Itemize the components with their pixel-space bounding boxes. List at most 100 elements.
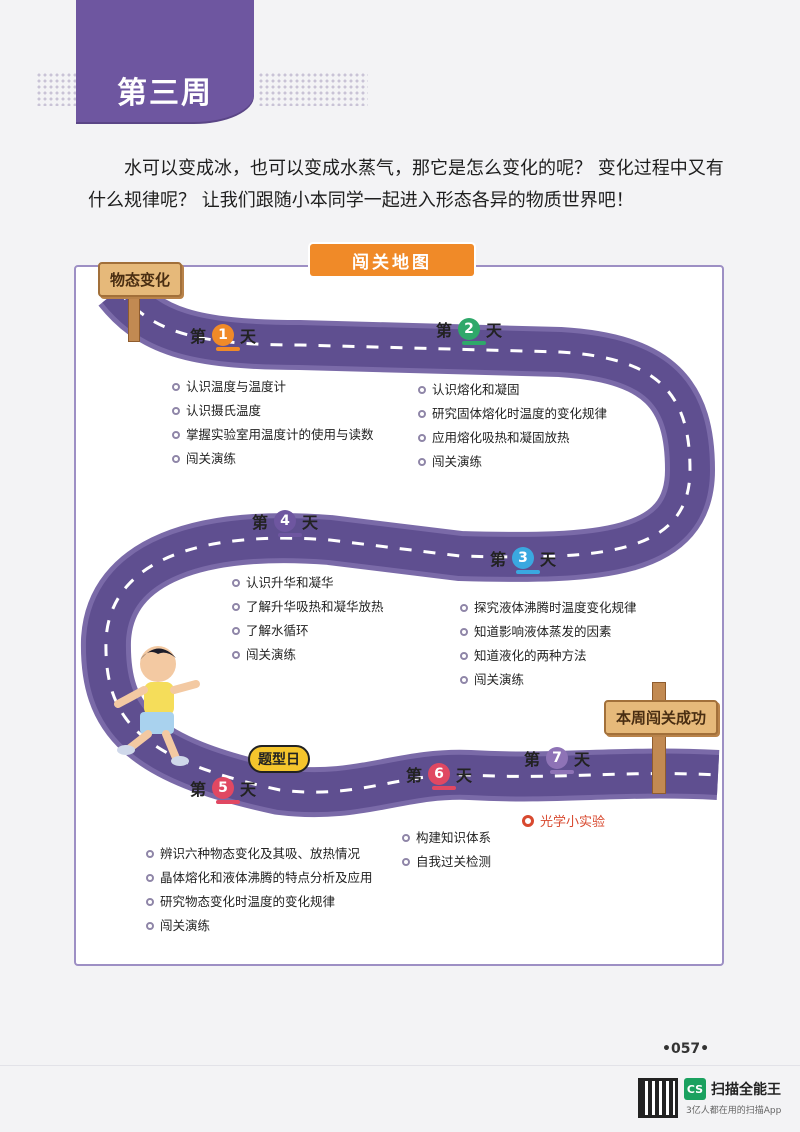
- question-type-day-bubble: 题型日: [248, 745, 310, 773]
- day-3-tasks: 探究液体沸腾时温度变化规律 知道影响液体蒸发的因素 知道液化的两种方法 闯关演练: [460, 596, 637, 692]
- dot-pattern-left: [36, 72, 76, 106]
- bullet-icon: [460, 676, 468, 684]
- list-item: 研究固体熔化时温度的变化规律: [418, 402, 607, 426]
- day-1-label: 第 1 天: [190, 323, 257, 351]
- bullet-icon: [232, 603, 240, 611]
- bullet-icon: [146, 874, 154, 882]
- scanner-tagline: 3亿人都在用的扫描App: [686, 1106, 782, 1116]
- bullet-icon: [146, 898, 154, 906]
- day-number-badge: 5: [212, 777, 235, 799]
- day-number-badge: 4: [274, 510, 297, 532]
- list-item: 认识温度与温度计: [172, 375, 374, 399]
- location-pin-icon: [216, 800, 240, 804]
- day-prefix: 第: [406, 766, 423, 785]
- day-4-tasks: 认识升华和凝华 了解升华吸热和凝华放热 了解水循环 闯关演练: [232, 571, 384, 667]
- bullet-icon: [418, 410, 426, 418]
- week-banner: [76, 0, 254, 122]
- list-item: 晶体熔化和液体沸腾的特点分析及应用: [146, 866, 373, 890]
- day-prefix: 第: [524, 750, 541, 769]
- day-suffix: 天: [302, 513, 319, 532]
- day-suffix: 天: [240, 780, 257, 799]
- day-suffix: 天: [486, 321, 503, 340]
- list-item: 了解水循环: [232, 619, 384, 643]
- list-item: 探究液体沸腾时温度变化规律: [460, 596, 637, 620]
- day-suffix: 天: [456, 766, 473, 785]
- day-number-badge: 6: [428, 763, 451, 785]
- bullet-icon: [146, 922, 154, 930]
- day-prefix: 第: [252, 513, 269, 532]
- day-prefix: 第: [190, 780, 207, 799]
- day-number-badge: 3: [512, 547, 535, 569]
- bullet-icon: [418, 434, 426, 442]
- list-item: 辨识六种物态变化及其吸、放热情况: [146, 842, 373, 866]
- day-2-tasks: 认识熔化和凝固 研究固体熔化时温度的变化规律 应用熔化吸热和凝固放热 闯关演练: [418, 378, 607, 474]
- list-item: 认识熔化和凝固: [418, 378, 607, 402]
- footer-divider: [0, 1065, 800, 1066]
- bullet-icon: [402, 834, 410, 842]
- day-3-label: 第 3 天: [490, 546, 557, 574]
- list-item: 掌握实验室用温度计的使用与读数: [172, 423, 374, 447]
- bullet-icon: [232, 579, 240, 587]
- location-pin-icon: [216, 347, 240, 351]
- experiment-label: 光学小实验: [522, 811, 605, 830]
- page-number: •057•: [662, 1041, 710, 1057]
- list-item: 闯关演练: [146, 914, 373, 938]
- scanner-app-name: 扫描全能王: [711, 1082, 781, 1098]
- end-sign-post: [652, 682, 666, 794]
- day-suffix: 天: [540, 550, 557, 569]
- camscanner-logo-icon: CS: [684, 1078, 706, 1100]
- bullet-icon: [460, 628, 468, 636]
- bullet-icon: [232, 627, 240, 635]
- bullet-icon: [418, 458, 426, 466]
- list-item: 闯关演练: [232, 643, 384, 667]
- start-sign: 物态变化: [98, 262, 183, 297]
- list-item: 应用熔化吸热和凝固放热: [418, 426, 607, 450]
- day-number-badge: 1: [212, 324, 235, 346]
- location-pin-icon: [462, 341, 486, 345]
- day-1-tasks: 认识温度与温度计 认识摄氏温度 掌握实验室用温度计的使用与读数 闯关演练: [172, 375, 374, 471]
- day-2-label: 第 2 天: [436, 317, 503, 345]
- day-prefix: 第: [436, 321, 453, 340]
- list-item: 自我过关检测: [402, 850, 491, 874]
- list-item: 闯关演练: [460, 668, 637, 692]
- medal-icon: [522, 814, 534, 827]
- day-5-label: 第 5 天: [190, 776, 257, 804]
- end-sign: 本周闯关成功: [604, 700, 719, 735]
- list-item: 构建知识体系: [402, 826, 491, 850]
- day-prefix: 第: [490, 550, 507, 569]
- day-suffix: 天: [574, 750, 591, 769]
- map-title: 闯关地图: [310, 244, 474, 276]
- day-4-label: 第 4 天: [252, 509, 319, 537]
- list-item: 知道液化的两种方法: [460, 644, 637, 668]
- day-5-tasks: 辨识六种物态变化及其吸、放热情况 晶体熔化和液体沸腾的特点分析及应用 研究物态变…: [146, 842, 373, 938]
- day-number-badge: 2: [458, 318, 481, 340]
- bullet-icon: [402, 858, 410, 866]
- location-pin-icon: [550, 770, 574, 774]
- bullet-icon: [172, 383, 180, 391]
- list-item: 闯关演练: [172, 447, 374, 471]
- day-suffix: 天: [240, 327, 257, 346]
- bullet-icon: [172, 407, 180, 415]
- day-prefix: 第: [190, 327, 207, 346]
- list-item: 了解升华吸热和凝华放热: [232, 595, 384, 619]
- intro-paragraph: 水可以变成冰，也可以变成水蒸气，那它是怎么变化的呢？ 变化过程中又有什么规律呢？…: [88, 158, 724, 211]
- bullet-icon: [460, 604, 468, 612]
- bullet-icon: [232, 651, 240, 659]
- day-6-label: 第 6 天: [406, 762, 473, 790]
- list-item: 闯关演练: [418, 450, 607, 474]
- bullet-icon: [172, 431, 180, 439]
- bullet-icon: [172, 455, 180, 463]
- week-title: 第三周: [117, 76, 213, 111]
- dot-pattern-right: [258, 72, 368, 106]
- list-item: 认识摄氏温度: [172, 399, 374, 423]
- qr-code-icon: [638, 1078, 678, 1118]
- list-item: 认识升华和凝华: [232, 571, 384, 595]
- location-pin-icon: [516, 570, 540, 574]
- bullet-icon: [460, 652, 468, 660]
- list-item: 研究物态变化时温度的变化规律: [146, 890, 373, 914]
- day-7-label: 第 7 天: [524, 746, 591, 774]
- location-pin-icon: [432, 786, 456, 790]
- list-item: 知道影响液体蒸发的因素: [460, 620, 637, 644]
- location-pin-icon: [278, 533, 302, 537]
